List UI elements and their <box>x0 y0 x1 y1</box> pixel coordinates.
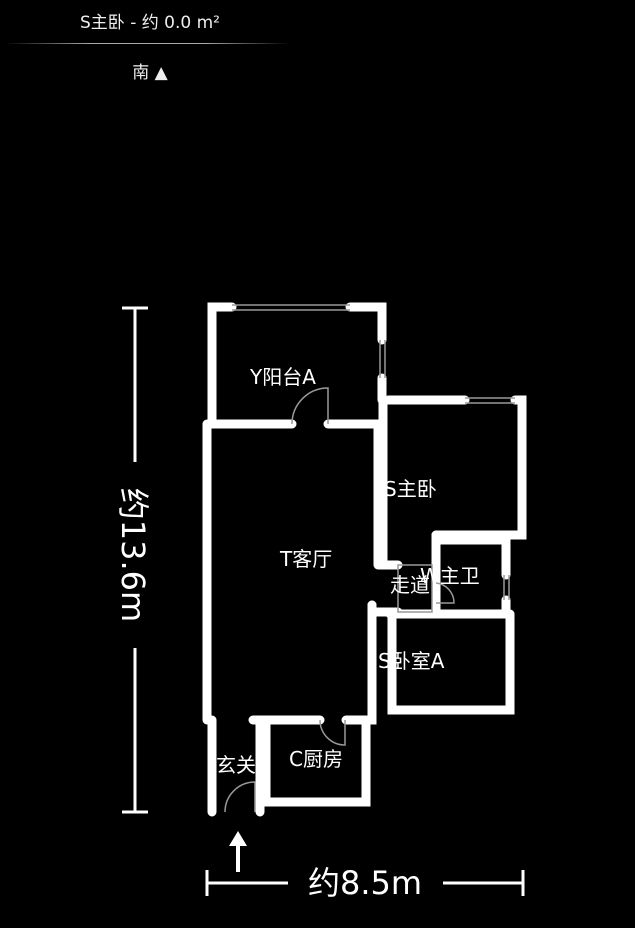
direction-indicator[interactable]: 南 ▲ <box>132 63 168 83</box>
room-label-bedroom-a[interactable]: S卧室A <box>378 649 445 673</box>
doors <box>224 387 455 813</box>
width-dimension: 约8.5m <box>205 864 525 902</box>
arrow-up-icon <box>229 831 247 872</box>
width-label: 约8.5m <box>308 864 422 902</box>
room-label-kitchen[interactable]: C厨房 <box>289 747 343 771</box>
room-label-hallway[interactable]: 走道 <box>390 573 430 597</box>
room-label-living[interactable]: T客厅 <box>279 547 332 571</box>
divider <box>5 43 290 44</box>
room-label-master-bath[interactable]: W主卫 <box>420 564 480 588</box>
height-label: 约13.6m <box>114 488 152 622</box>
room-title: S主卧 - 约 0.0 m² <box>80 13 220 33</box>
room-label-master-bedroom[interactable]: S主卧 <box>384 477 437 501</box>
room-label-balcony[interactable]: Y阳台A <box>249 365 316 389</box>
room-label-entrance[interactable]: 玄关 <box>216 753 256 777</box>
walls <box>202 302 527 817</box>
height-dimension: 约13.6m <box>114 306 152 814</box>
